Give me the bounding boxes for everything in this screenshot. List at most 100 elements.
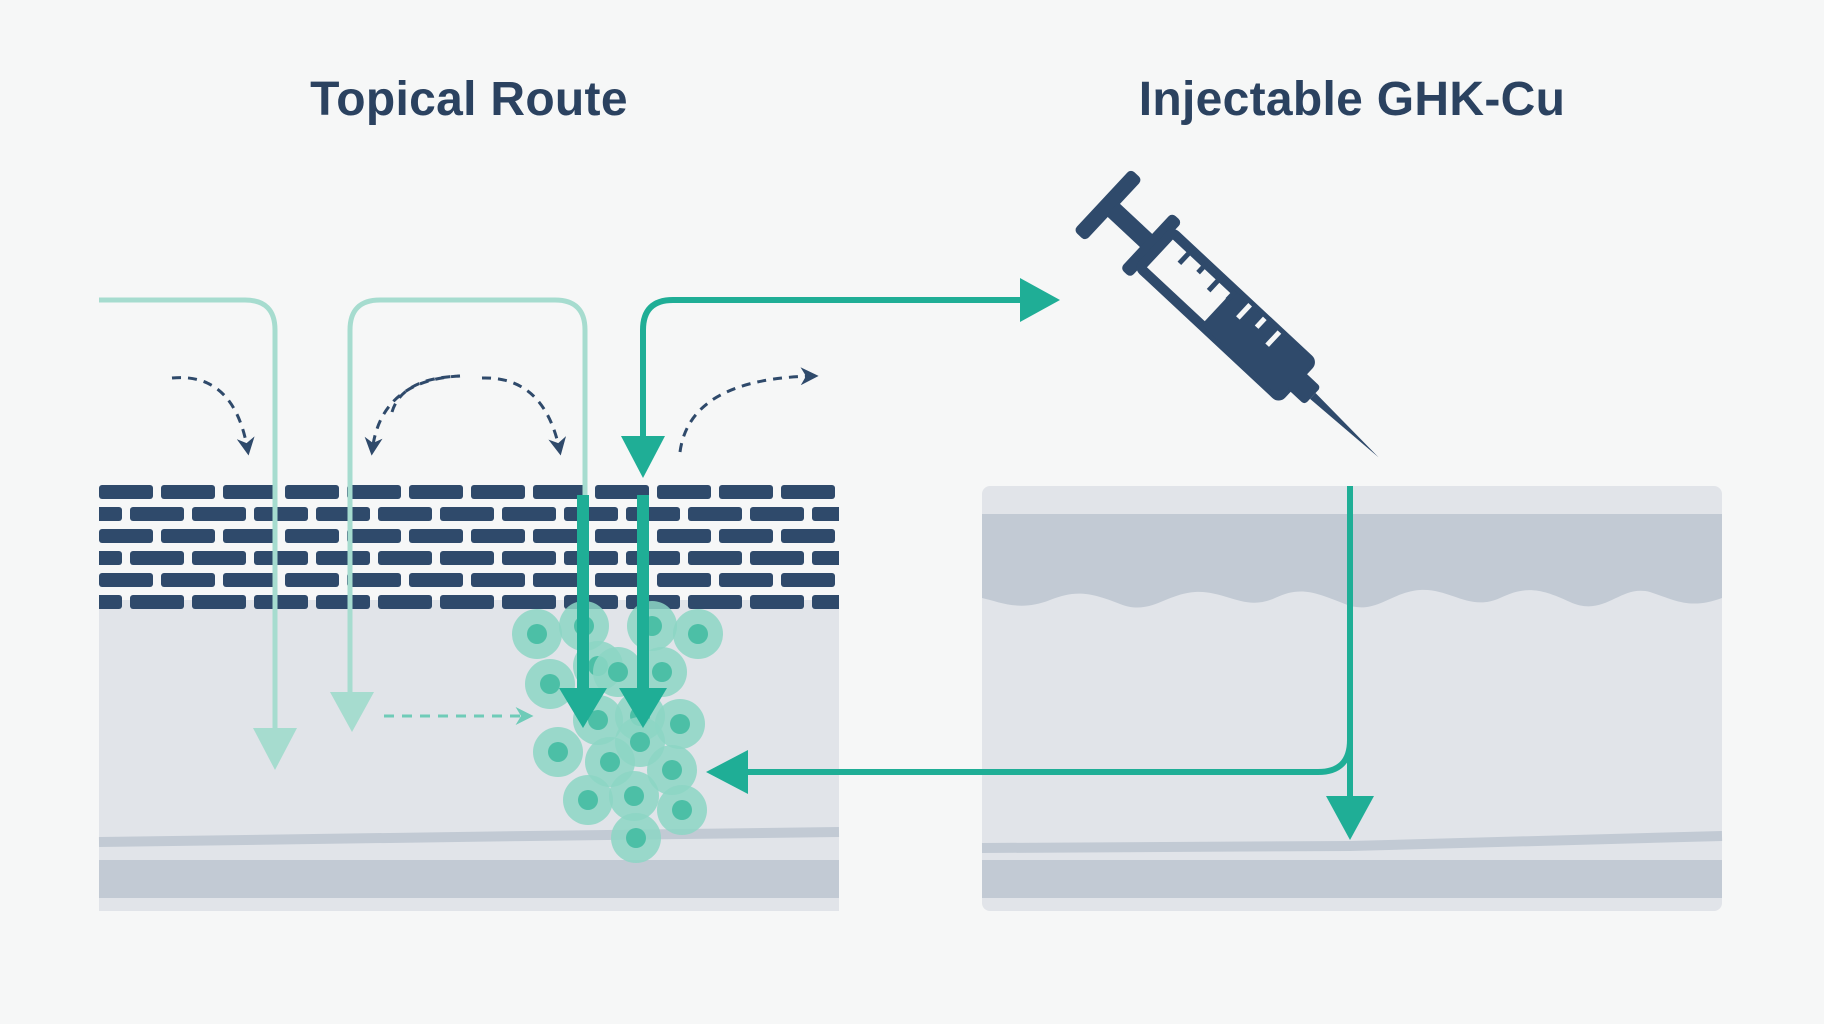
brick-cell [688, 551, 742, 565]
faint-arrowhead-2 [330, 692, 374, 732]
syringe-hub [1288, 372, 1320, 404]
penetration-shaft-1 [577, 495, 589, 695]
brick-cell [440, 551, 494, 565]
brick-cell [316, 507, 370, 521]
brick-cell [719, 529, 773, 543]
subcutaneous-band-left [99, 860, 839, 898]
brick-cell [378, 595, 432, 609]
brick-cell [223, 529, 277, 543]
brick-cell [595, 529, 649, 543]
brick-cell [130, 507, 184, 521]
syringe-plunger-rod [1106, 202, 1156, 250]
brick-cell [161, 485, 215, 499]
brick-cell [626, 507, 680, 521]
brick-cell [781, 485, 835, 499]
brick-cell [502, 507, 556, 521]
brick-cell [781, 529, 835, 543]
cell-nucleus [662, 760, 682, 780]
brick-cell [285, 485, 339, 499]
brick-cell [626, 551, 680, 565]
brick-cell [409, 485, 463, 499]
brick-cell [161, 573, 215, 587]
brick-cell [316, 595, 370, 609]
brick-cell [812, 595, 839, 609]
syringe-needle [1310, 393, 1379, 458]
injection-connector-arrows [640, 297, 1353, 800]
brick-cell [657, 485, 711, 499]
brick-cell [99, 529, 153, 543]
brick-cell [409, 529, 463, 543]
brick-cell [192, 551, 246, 565]
brick-cell [471, 529, 525, 543]
brick-cell [440, 595, 494, 609]
panel-title-topical: Topical Route [310, 73, 628, 126]
brick-cell [254, 507, 308, 521]
brick-cell [657, 529, 711, 543]
brick-cell [719, 485, 773, 499]
injection-arrowhead [1326, 796, 1374, 840]
brick-cell [254, 551, 308, 565]
deflect-arrow-2 [364, 374, 461, 456]
cell-nucleus [608, 662, 628, 682]
brick-cell [750, 551, 804, 565]
brick-cell [812, 507, 839, 521]
brick-cell [533, 529, 587, 543]
cell-nucleus [688, 624, 708, 644]
brick-cell [192, 595, 246, 609]
brick-cell [688, 595, 742, 609]
panel-title-injectable: Injectable GHK-Cu [1138, 73, 1566, 126]
subcutaneous-line-right [981, 831, 1723, 853]
syringe-flange [1122, 214, 1181, 276]
brick-cell [347, 529, 401, 543]
brick-cell [564, 551, 618, 565]
subcutaneous-line-left [98, 827, 840, 847]
brick-cell [223, 573, 277, 587]
brick-cell [316, 551, 370, 565]
faint-arrowhead-1 [253, 728, 297, 770]
deflect-arrow-5 [678, 367, 819, 453]
brick-cell [657, 573, 711, 587]
faint-path-1 [99, 297, 278, 740]
brick-cell [130, 551, 184, 565]
brick-cell [812, 551, 839, 565]
cell-nucleus [652, 662, 672, 682]
cell-nucleus [670, 714, 690, 734]
subcutaneous-band-right [982, 860, 1722, 898]
brick-cell [595, 573, 649, 587]
syringe-thumb-rest [1075, 170, 1141, 240]
brick-cell [99, 507, 122, 521]
brick-cell [719, 573, 773, 587]
cell-nucleus [540, 674, 560, 694]
cell-nucleus [624, 786, 644, 806]
brick-cell [99, 485, 153, 499]
cell-nucleus [600, 752, 620, 772]
stratum-corneum-bricks [99, 485, 839, 609]
return-arrowhead [706, 750, 748, 794]
brick-cell [595, 485, 649, 499]
brick-cell [750, 507, 804, 521]
brick-cell [750, 595, 804, 609]
brick-cell [223, 485, 277, 499]
cell-nucleus [548, 742, 568, 762]
cell-nucleus [527, 624, 547, 644]
dermis-layer-left [99, 600, 839, 911]
brick-cell [440, 507, 494, 521]
deflect-arrow-3 [390, 374, 461, 413]
cell-nucleus [626, 828, 646, 848]
brick-cell [130, 595, 184, 609]
cell-nucleus [578, 790, 598, 810]
brick-cell [161, 529, 215, 543]
brick-cell [471, 573, 525, 587]
cell-nucleus [672, 800, 692, 820]
brick-cell [378, 551, 432, 565]
brick-cell [471, 485, 525, 499]
syringe-liquid [1201, 289, 1314, 399]
brick-cell [409, 573, 463, 587]
syringe-icon [1075, 170, 1379, 458]
topical-skin-section [98, 485, 840, 911]
brick-cell [99, 551, 122, 565]
brick-cell [99, 595, 122, 609]
deflect-arrow-4 [481, 376, 567, 456]
